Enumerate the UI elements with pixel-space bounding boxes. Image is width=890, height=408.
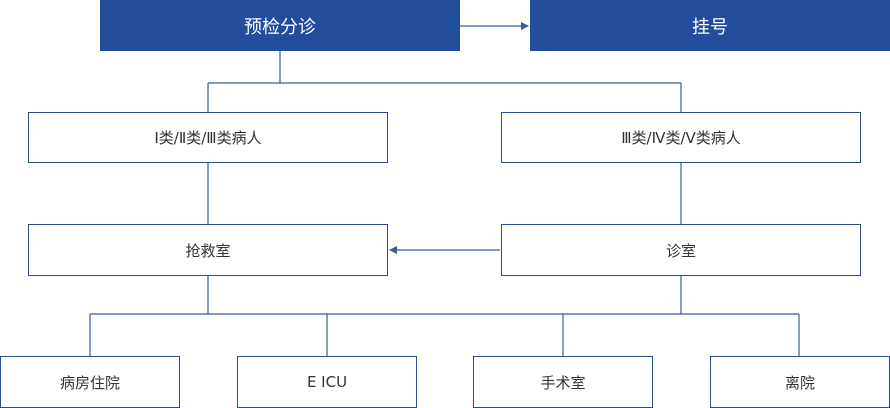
node-registration-label: 挂号 [692,16,728,38]
node-discharge: 离院 [710,356,890,408]
node-class-1-3-label: Ⅰ类/Ⅱ类/Ⅲ类病人 [154,129,262,147]
node-discharge-label: 离院 [784,373,815,392]
node-class-3-5: Ⅲ类/Ⅳ类/Ⅴ类病人 [501,112,861,163]
node-pre-triage-label: 预检分诊 [244,16,316,38]
node-operating-room: 手术室 [473,356,653,408]
node-ward: 病房住院 [0,356,180,408]
node-class-1-3: Ⅰ类/Ⅱ类/Ⅲ类病人 [28,112,388,163]
node-eicu-label: E ICU [306,373,348,391]
node-clinic-label: 诊室 [665,241,696,260]
node-clinic: 诊室 [501,224,861,276]
node-class-3-5-label: Ⅲ类/Ⅳ类/Ⅴ类病人 [621,129,741,147]
node-pre-triage: 预检分诊 [100,0,460,51]
node-resuscitation: 抢救室 [28,224,388,276]
node-registration: 挂号 [530,0,890,51]
node-ward-label: 病房住院 [59,373,120,392]
node-resuscitation-label: 抢救室 [185,241,231,260]
node-operating-room-label: 手术室 [540,373,586,392]
node-eicu: E ICU [237,356,417,408]
